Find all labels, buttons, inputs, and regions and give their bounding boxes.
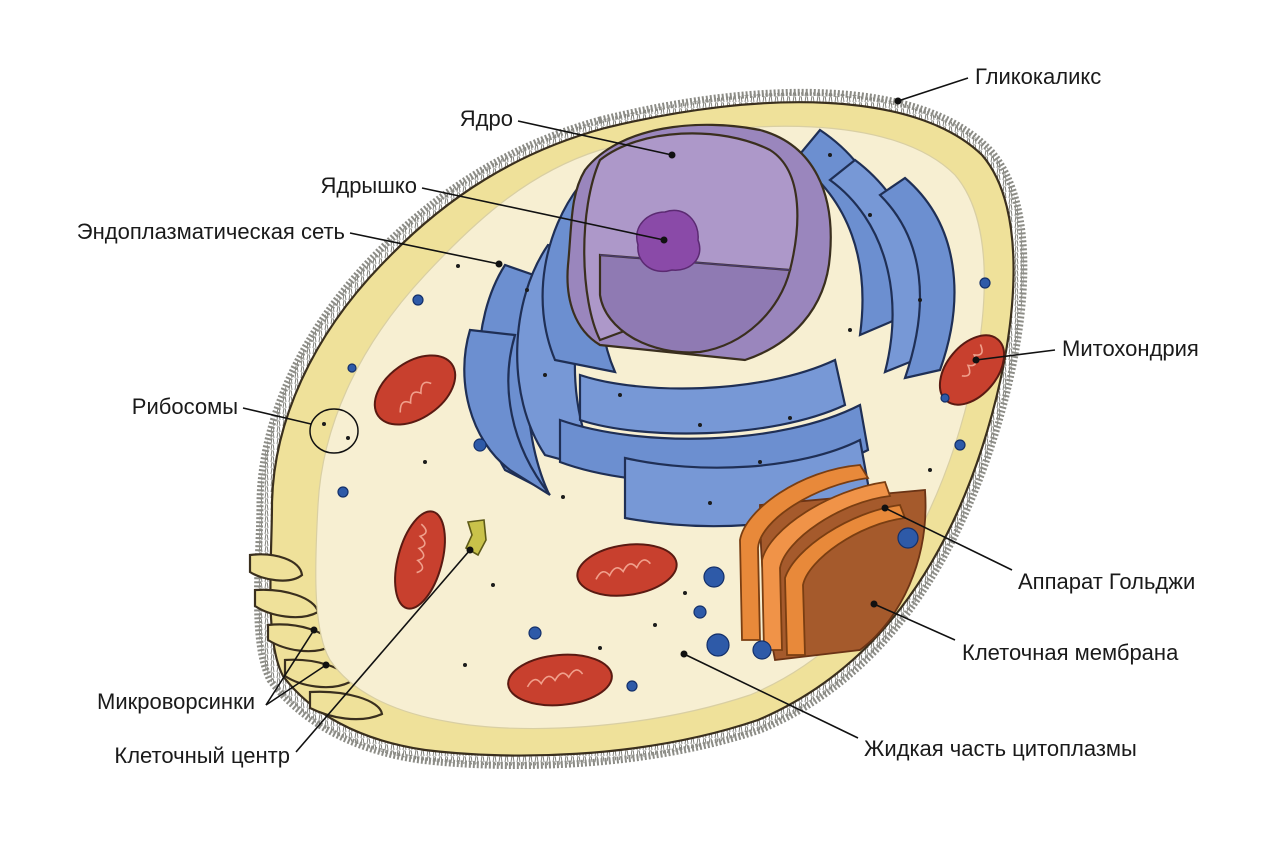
label-golgi-apparatus: Аппарат Гольджи: [1018, 569, 1195, 594]
label-mitochondrion: Митохондрия: [1062, 336, 1199, 361]
ribosome-circle: [309, 408, 359, 454]
label-nucleolus: Ядрышко: [320, 173, 417, 198]
label-endoplasmic-reticulum: Эндоплазматическая сеть: [77, 219, 345, 244]
nucleolus-shape: [635, 209, 701, 273]
label-cell-membrane: Клеточная мембрана: [962, 640, 1179, 665]
ribosome-dots: [322, 153, 932, 667]
label-nucleus: Ядро: [460, 106, 513, 131]
label-cell-center: Клеточный центр: [114, 743, 290, 768]
label-ribosomes: Рибосомы: [132, 394, 238, 419]
golgi-apparatus-shape: [739, 464, 927, 661]
cell-center-shape: [464, 519, 487, 557]
label-cytosol: Жидкая часть цитоплазмы: [864, 736, 1137, 761]
label-microvilli: Микроворсинки: [97, 689, 255, 714]
leader-lines: [242, 77, 1056, 753]
label-glycocalyx: Гликокаликс: [975, 64, 1101, 89]
mitochondrion-shape: [373, 334, 1006, 707]
vesicles: [337, 277, 991, 692]
